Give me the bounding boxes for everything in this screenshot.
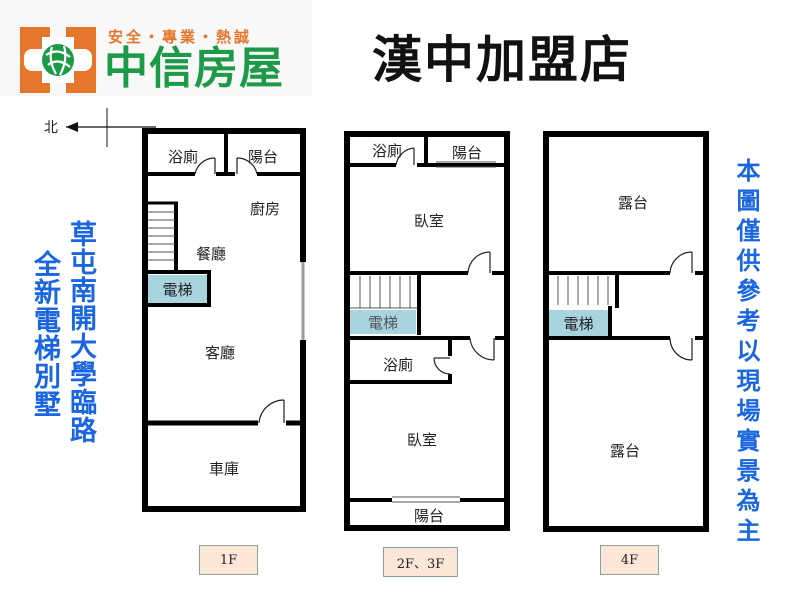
- staircase-icon: [350, 276, 418, 309]
- elevator-2f3f: 電梯: [350, 310, 416, 334]
- elevator-4f: 電梯: [549, 310, 608, 336]
- door-icon: [395, 147, 495, 375]
- floor-tag-2f3f: 2F、3F: [383, 547, 458, 577]
- room-balcony-top-2f3f: 陽台: [452, 144, 483, 162]
- room-bedroom-bottom-2f3f: 臥室: [407, 431, 438, 449]
- door-icon: [669, 251, 693, 361]
- north-label: 北: [44, 120, 58, 136]
- room-terrace-bottom-4f: 露台: [610, 442, 641, 460]
- staircase-icon: [557, 276, 609, 305]
- room-living-1f: 客廳: [205, 344, 236, 362]
- zhongxin-logo-icon: [20, 27, 96, 93]
- villa-type-text: 全新電梯別墅: [29, 250, 60, 418]
- floor-tag-4f: 4F: [600, 545, 659, 575]
- floor-1f-plan: [142, 128, 306, 512]
- logo-brand-name: 中信房屋: [104, 43, 284, 94]
- logo-slogan: 安全・專業・熱誠: [108, 28, 253, 46]
- room-bath-1f: 浴廁: [168, 148, 199, 166]
- store-title: 漢中加盟店: [372, 31, 632, 89]
- road-location-text: 草屯南開大學臨路: [65, 220, 96, 444]
- room-dining-1f: 餐廳: [196, 245, 227, 263]
- elevator-1f: 電梯: [148, 275, 207, 303]
- room-bedroom-top-2f3f: 臥室: [414, 212, 445, 230]
- room-kitchen-1f: 廚房: [250, 200, 281, 218]
- disclaimer-text: 本圖僅供參考以現場實景為主: [732, 158, 760, 548]
- room-bath-top-2f3f: 浴廁: [372, 142, 403, 160]
- staircase-icon: [148, 211, 175, 261]
- room-bath-mid-2f3f: 浴廁: [383, 356, 414, 374]
- north-arrow-icon: [66, 108, 156, 147]
- room-garage-1f: 車庫: [209, 460, 240, 478]
- floor-tag-1f: 1F: [199, 545, 258, 575]
- room-terrace-top-4f: 露台: [618, 194, 649, 212]
- room-balcony-bottom-2f3f: 陽台: [414, 507, 445, 525]
- door-icon: [194, 157, 285, 424]
- room-balcony-1f: 陽台: [248, 148, 279, 166]
